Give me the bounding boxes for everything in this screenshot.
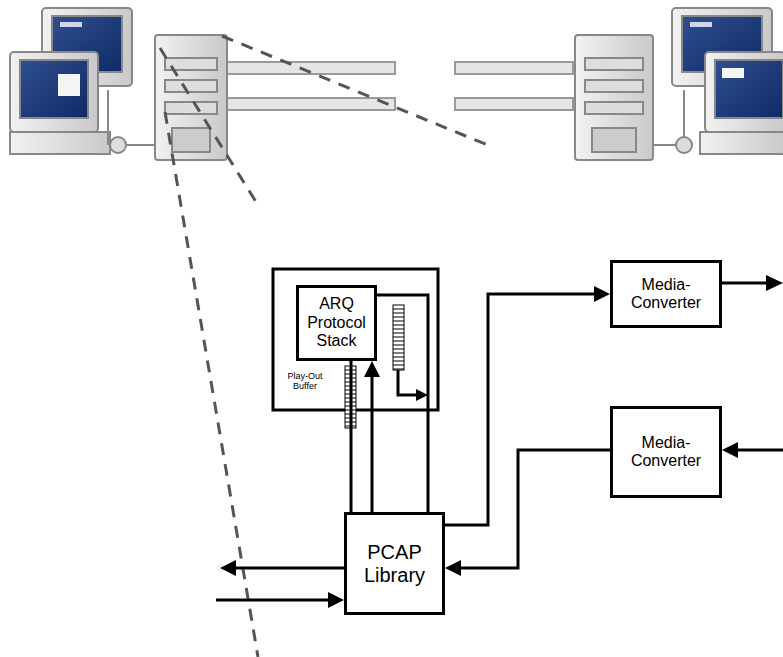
- buffer-label: Play-Out Buffer: [282, 372, 328, 392]
- protocol-box: ARQ Protocol Stack: [296, 285, 377, 361]
- connector: [351, 361, 352, 512]
- connector: [445, 450, 610, 576]
- converter-box: Media-Converter: [610, 406, 722, 498]
- node-text: Media-Converter: [616, 434, 716, 471]
- node-text: Media-Converter: [616, 276, 716, 313]
- node-text: PCAP Library: [350, 541, 439, 587]
- connector: [445, 286, 610, 525]
- connector: [377, 295, 428, 512]
- library-box: PCAP Library: [344, 512, 445, 615]
- node-text: ARQ Protocol Stack: [302, 295, 371, 350]
- converter-box: Media-Converter: [610, 260, 722, 328]
- connector: [364, 361, 380, 512]
